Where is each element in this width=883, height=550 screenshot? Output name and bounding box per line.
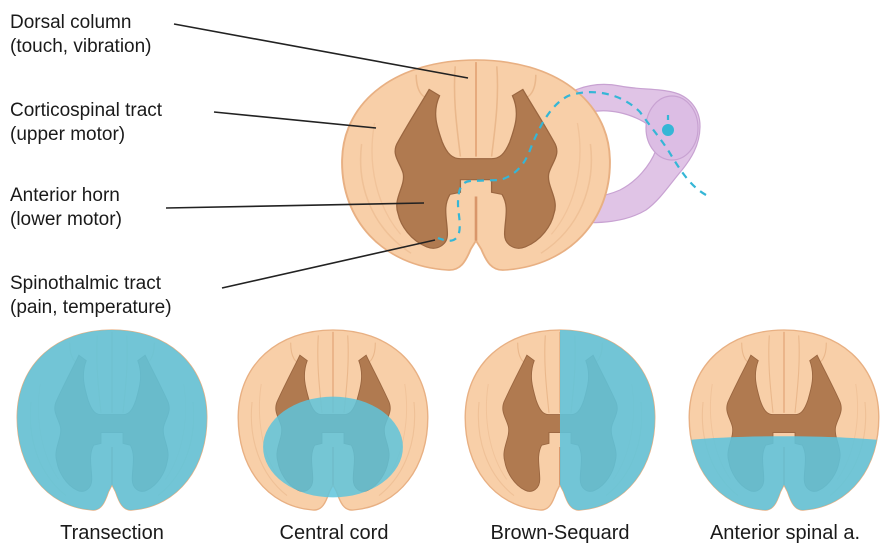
lesion-brown-sequard xyxy=(465,321,670,519)
lesion-central-cord xyxy=(238,330,428,510)
leader-line-spinothalamic xyxy=(222,240,435,288)
ganglion-cell-body xyxy=(662,124,674,136)
main-spinal-cord-diagram xyxy=(342,60,706,270)
lesion-anterior-spinal-artery xyxy=(674,330,883,528)
lesion-transection xyxy=(17,330,207,510)
leader-line-dorsal-column xyxy=(174,24,468,78)
